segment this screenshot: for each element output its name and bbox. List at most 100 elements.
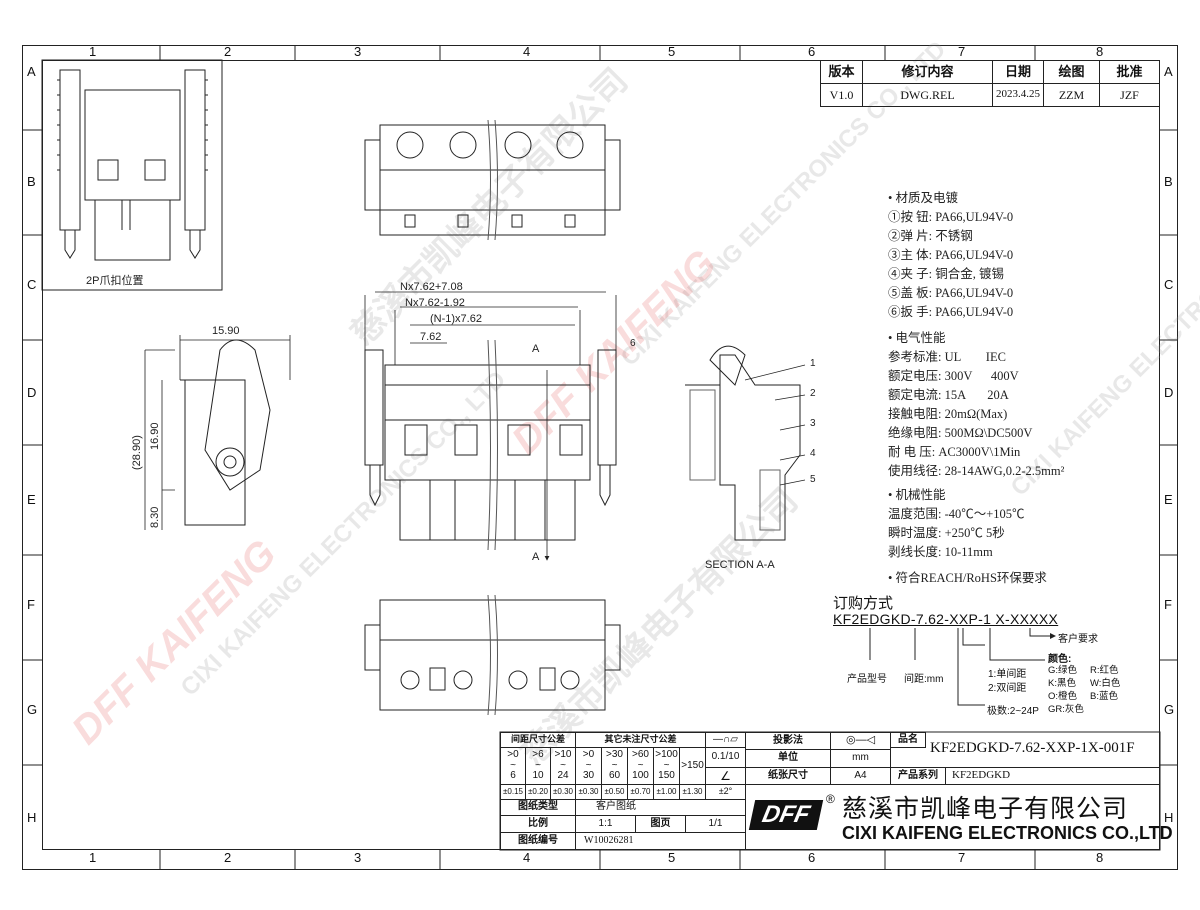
- poles-label: 极数:2~24P: [987, 706, 1039, 717]
- callout: 6: [630, 338, 636, 349]
- ordering-code: KF2EDGKD-7.62-XXP-1 X-XXXXX: [833, 611, 1059, 627]
- grid-row-label: B: [1164, 174, 1173, 189]
- tolerance-value: ±0.20: [525, 784, 551, 800]
- electrical-item: 额定电流: 15A 20A: [888, 388, 1009, 402]
- top-view: [364, 119, 621, 241]
- tolerance-range: >60~100: [627, 747, 654, 785]
- grid-column-label: 4: [523, 850, 531, 865]
- tolerance-value: ±0.30: [575, 784, 602, 800]
- callout: 3: [810, 418, 816, 429]
- drawing-type-value: 客户图纸: [575, 799, 746, 816]
- scale-value: 1:1: [575, 815, 636, 833]
- tolerance-value: ±0.15: [500, 784, 526, 800]
- callout: 2: [810, 388, 816, 399]
- tolerance-range: >150: [679, 747, 706, 785]
- dim-inner: Nx7.62-1.92: [405, 297, 465, 309]
- grid-column-label: 1: [89, 44, 97, 59]
- detail-view-2p-latch: [41, 59, 223, 291]
- material-item: ①按 钮: PA66,UL94V-0: [888, 210, 1014, 224]
- callout: 4: [810, 448, 816, 459]
- grid-row-label: F: [27, 597, 35, 612]
- series-label: 产品系列: [890, 767, 946, 785]
- scale-label: 比例: [500, 815, 576, 833]
- section-mark: A: [532, 343, 540, 355]
- ordering-leader-lines: [869, 628, 1055, 706]
- color-option: GR:灰色: [1048, 704, 1084, 715]
- dim-height-lower: 8.30: [149, 507, 161, 528]
- color-option: G:绿色: [1048, 665, 1078, 676]
- color-option: R:红色: [1090, 665, 1119, 676]
- range-part: ~: [560, 759, 566, 771]
- dim-width: 15.90: [212, 325, 240, 337]
- tolerance-value: ±0.50: [601, 784, 628, 800]
- grid-row-label: A: [1164, 64, 1173, 79]
- grid-row-label: H: [27, 810, 37, 825]
- material-item: ②弹 片: 不锈钢: [888, 229, 973, 243]
- page-label: 图页: [635, 815, 686, 833]
- side-view: [144, 335, 291, 530]
- mechanical-item: 瞬时温度: +250℃ 5秒: [888, 526, 1005, 540]
- projection-symbol-icon: ◎—◁: [830, 732, 891, 750]
- color-option: W:白色: [1090, 678, 1121, 689]
- electrical-title: • 电气性能: [888, 331, 946, 345]
- pitch-label: 间距:mm: [904, 674, 944, 685]
- projection-label: 投影法: [745, 732, 831, 750]
- tolerance-range: >100~150: [653, 747, 680, 785]
- grid-column-label: 2: [224, 44, 232, 59]
- company-name-en: CIXI KAIFENG ELECTRONICS CO.,LTD: [842, 823, 1173, 843]
- range-part: ~: [535, 759, 541, 771]
- tolerance-value: ±0.70: [627, 784, 654, 800]
- dim-pitch: 7.62: [420, 331, 441, 343]
- registered-mark: ®: [826, 792, 835, 806]
- range-part: >30: [606, 749, 623, 761]
- electrical-item: 耐 电 压: AC3000V\1Min: [888, 445, 1021, 459]
- spacing-option: 2:双间距: [988, 683, 1027, 694]
- unit-value: mm: [830, 749, 891, 768]
- drawing-type-label: 图纸类型: [500, 799, 576, 816]
- grid-column-label: 4: [523, 44, 531, 59]
- grid-row-label: E: [1164, 492, 1173, 507]
- electrical-item: 使用线径: 28-14AWG,0.2-2.5mm²: [888, 464, 1065, 478]
- front-view: [364, 291, 617, 560]
- grid-row-label: B: [27, 174, 36, 189]
- grid-column-label: 3: [354, 850, 362, 865]
- color-title: 颜色:: [1048, 654, 1072, 665]
- range-part: ~: [585, 759, 592, 771]
- callout: 1: [810, 358, 816, 369]
- grid-column-label: 7: [958, 850, 966, 865]
- callout: 5: [810, 474, 816, 485]
- drawing-number: W10026281: [575, 832, 746, 850]
- company-logo: DFF: [748, 800, 824, 830]
- tolerance-value: ±1.30: [679, 784, 706, 800]
- grid-column-label: 8: [1096, 850, 1104, 865]
- bottom-view: [364, 594, 621, 716]
- tolerance-range: >6~10: [525, 747, 551, 785]
- range-part: 60: [608, 770, 621, 782]
- range-part: >100: [655, 749, 678, 761]
- paper-label: 纸张尺寸: [745, 767, 831, 785]
- spacing-option: 1:单间距: [988, 669, 1027, 680]
- material-item: ⑤盖 板: PA66,UL94V-0: [888, 286, 1014, 300]
- series-value: KF2EDGKD: [945, 767, 1160, 785]
- range-part: >10: [554, 749, 572, 761]
- range-part: 30: [582, 770, 595, 782]
- tolerance-range: >30~60: [601, 747, 628, 785]
- pitch-tolerance-title: 间距尺寸公差: [500, 732, 576, 748]
- range-part: 10: [532, 770, 544, 782]
- electrical-item: 绝缘电阻: 500MΩ\DC500V: [888, 426, 1033, 440]
- grid-column-label: 6: [808, 850, 816, 865]
- grid-row-label: C: [1164, 277, 1174, 292]
- electrical-item: 接触电阻: 20mΩ(Max): [888, 407, 1008, 421]
- grid-row-label: F: [1164, 597, 1172, 612]
- angle-symbol: ∠: [705, 767, 746, 785]
- tolerance-range: >10~24: [550, 747, 576, 785]
- range-part: 6: [510, 770, 516, 782]
- range-part: ~: [637, 759, 644, 771]
- grid-column-label: 3: [354, 44, 362, 59]
- grid-row-label: G: [1164, 702, 1175, 717]
- mechanical-item: 剥线长度: 10-11mm: [888, 545, 993, 559]
- drawing-number-label: 图纸编号: [500, 832, 576, 850]
- range-part: >150: [681, 759, 704, 771]
- color-option: O:橙色: [1048, 691, 1078, 702]
